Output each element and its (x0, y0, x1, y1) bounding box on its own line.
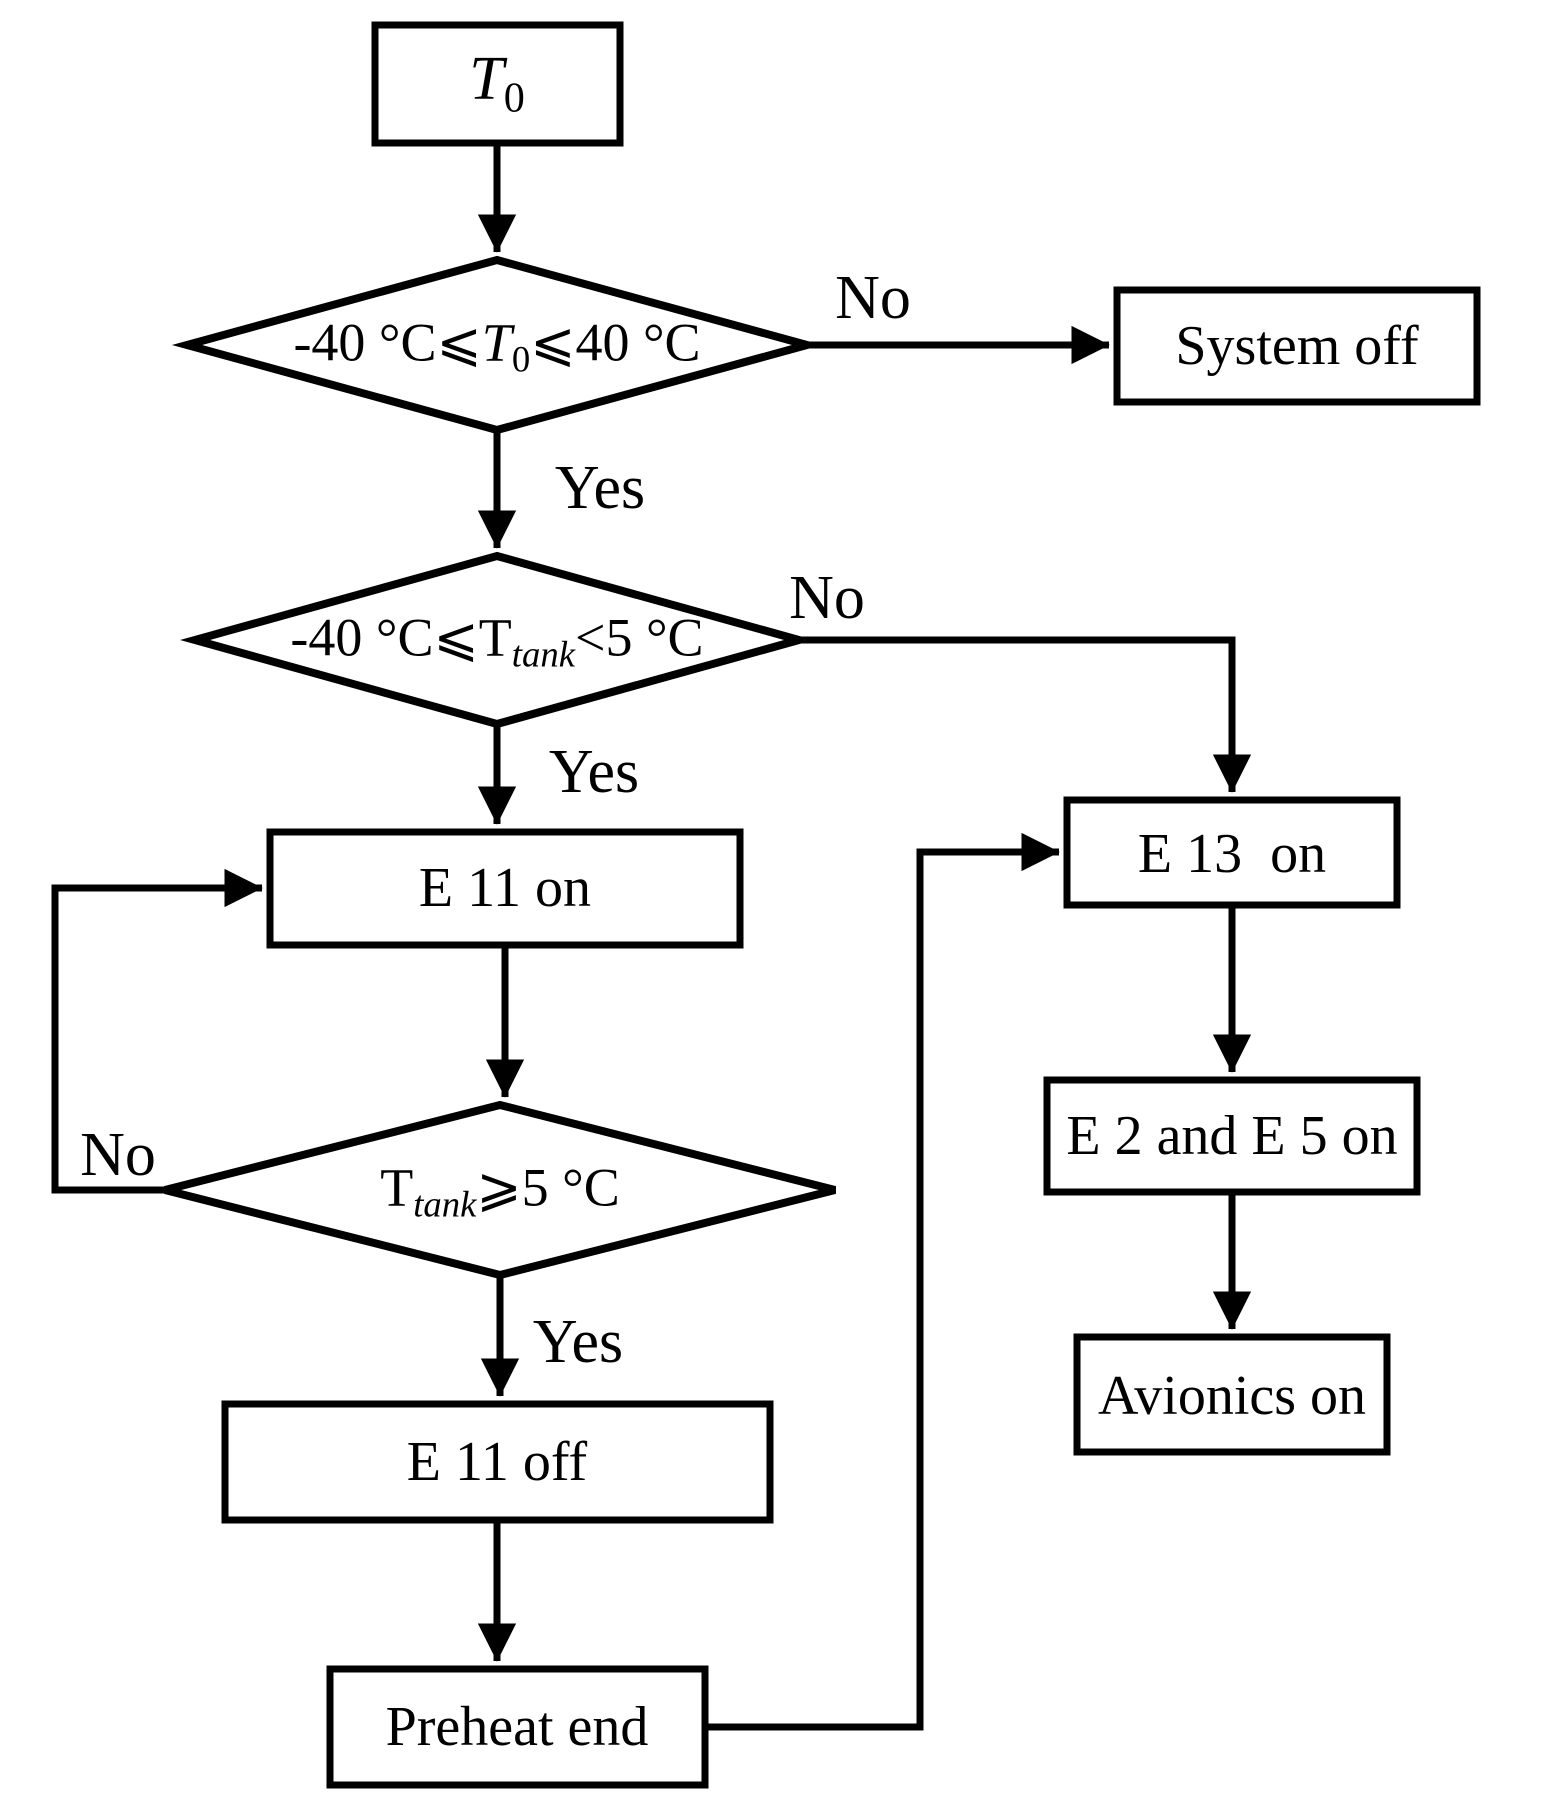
node-avionics-on-box (1073, 1333, 1391, 1456)
avionics-on-label: Avionics on (1097, 1365, 1367, 1427)
tank-low-yes-label: Yes (548, 738, 640, 806)
node-e11-off-box (221, 1400, 774, 1524)
e11-on-label: E 11 on (418, 857, 592, 919)
decision-tank-warm-diamond (164, 1100, 836, 1280)
cond-tank-warm-label: Ttank⩾5 °C (380, 1161, 620, 1224)
cond-ambient-pre: -40 °C⩽ (293, 312, 482, 373)
cond-tank-warm-post: ⩾5 °C (476, 1157, 620, 1218)
tank-low-no-label: No (789, 564, 865, 632)
e2-e5-on-label: E 2 and E 5 on (1066, 1105, 1398, 1167)
t0-label: T0 (469, 48, 525, 120)
decision-ambient-diamond (171, 255, 823, 435)
preheat-end-label: Preheat end (385, 1696, 649, 1758)
system-off-label: System off (1175, 315, 1419, 377)
e13-on-label: E 13 on (1137, 823, 1327, 885)
cond-tank-warm-subscript: tank (413, 1183, 477, 1225)
cond-ambient-post: ⩽40 °C (530, 312, 701, 373)
tank-warm-yes-label: Yes (532, 1308, 624, 1376)
cond-tank-warm-variable: T (380, 1157, 414, 1218)
node-t0-box (371, 21, 624, 147)
tank-warm-no-label: No (80, 1121, 156, 1189)
decision-tank-low-diamond (180, 551, 814, 729)
cond-tank-low-post: <5 °C (574, 607, 704, 668)
cond-tank-low-variable: T (478, 607, 512, 668)
cond-ambient-label: -40 °C⩽T0⩽40 °C (293, 316, 700, 379)
cond-ambient-subscript: 0 (511, 338, 531, 380)
cond-ambient-variable: T (481, 312, 512, 373)
node-e2-e5-on-box (1043, 1076, 1421, 1196)
edge-preheat-end-to-e13-on (705, 832, 1060, 1731)
node-system-off-box (1113, 286, 1481, 406)
t0-variable: T (469, 45, 504, 114)
cond-tank-low-subscript: tank (511, 633, 575, 675)
ambient-no-label: No (835, 264, 911, 332)
node-e11-on-box (266, 828, 744, 949)
t0-subscript: 0 (503, 74, 525, 122)
cond-tank-low-pre: -40 °C⩽ (290, 607, 479, 668)
cond-tank-low-label: -40 °C⩽Ttank<5 °C (290, 611, 703, 674)
node-preheat-end-box (326, 1665, 709, 1789)
edge-tank-low-no-to-e13-on (799, 636, 1252, 793)
edge-tank-warm-no-loop-to-e11-on (51, 868, 263, 1194)
node-e13-on-box (1063, 796, 1401, 909)
e11-off-label: E 11 off (406, 1431, 588, 1493)
ambient-yes-label: Yes (554, 454, 646, 522)
